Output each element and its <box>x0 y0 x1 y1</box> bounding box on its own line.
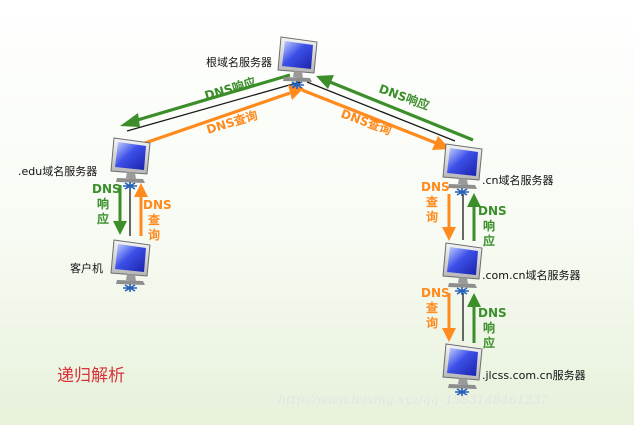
svg-text:响: 响 <box>97 196 109 211</box>
link-root-cn <box>306 81 456 142</box>
client-label: 客户机 <box>70 261 103 275</box>
arrow-edu-to-root-query <box>141 85 304 146</box>
svg-text:询: 询 <box>426 209 438 224</box>
svg-text:应: 应 <box>483 233 495 248</box>
root-to-cn-label: DNS查询 <box>339 106 394 138</box>
watermark-text: http://www.leixing.xyz/qq_1583148461237 <box>278 392 548 407</box>
cn-to-root-label: DNS响应 <box>377 81 432 113</box>
edu-server-label: .edu域名服务器 <box>18 164 97 178</box>
jlcss-to-comcn-label: DNS 响 应 <box>478 306 507 350</box>
arrow-cn-to-root-response <box>316 75 474 142</box>
svg-text:DNS: DNS <box>478 204 507 218</box>
svg-text:DNS: DNS <box>478 306 507 320</box>
comcn-to-jlcss-label: DNS 查 询 <box>421 286 450 330</box>
svg-text:查: 查 <box>147 212 161 227</box>
arrow-client-to-edu-query <box>134 183 148 236</box>
svg-text:DNS: DNS <box>421 286 450 300</box>
svg-text:响: 响 <box>483 218 495 233</box>
svg-text:应: 应 <box>97 211 109 226</box>
jlcss-server-monitor-icon <box>442 343 483 397</box>
arrow-comcn-to-cn-response <box>467 193 481 241</box>
svg-text:应: 应 <box>483 335 495 350</box>
cn-to-comcn-label: DNS 查 询 <box>421 180 450 224</box>
root-server-label: 根域名服务器 <box>206 55 272 69</box>
arrow-cn-to-comcn-query <box>442 194 456 241</box>
svg-text:查: 查 <box>425 194 439 209</box>
root-server-monitor-icon <box>277 36 318 90</box>
edu-to-client-label: DNS 响 应 <box>92 182 121 226</box>
svg-text:DNS: DNS <box>421 180 450 194</box>
svg-text:响: 响 <box>483 320 495 335</box>
svg-text:查: 查 <box>425 300 439 315</box>
connection-lines <box>126 81 464 341</box>
arrow-jlcss-to-comcn-response <box>467 293 481 343</box>
link-edu-root <box>126 81 301 132</box>
jlcss-server-label: .jlcss.com.cn服务器 <box>482 369 586 382</box>
diagram-title: 递归解析 <box>57 366 125 386</box>
cn-server-label: .cn域名服务器 <box>482 173 554 187</box>
svg-text:DNS: DNS <box>92 182 121 196</box>
svg-text:询: 询 <box>426 315 438 330</box>
client-computer-monitor-icon <box>110 239 151 293</box>
arrow-comcn-to-jlcss-query <box>442 293 456 342</box>
svg-text:询: 询 <box>148 227 160 242</box>
comcn-server-label: .com.cn域名服务器 <box>482 268 581 282</box>
comcn-to-cn-label: DNS 响 应 <box>478 204 507 248</box>
svg-text:DNS: DNS <box>143 198 172 212</box>
arrow-edu-to-client-response <box>113 185 127 235</box>
arrow-root-to-edu-response <box>120 73 291 127</box>
root-to-edu-label: DNS响应 <box>203 74 258 103</box>
client-to-edu-label: DNS 查 询 <box>143 198 172 242</box>
